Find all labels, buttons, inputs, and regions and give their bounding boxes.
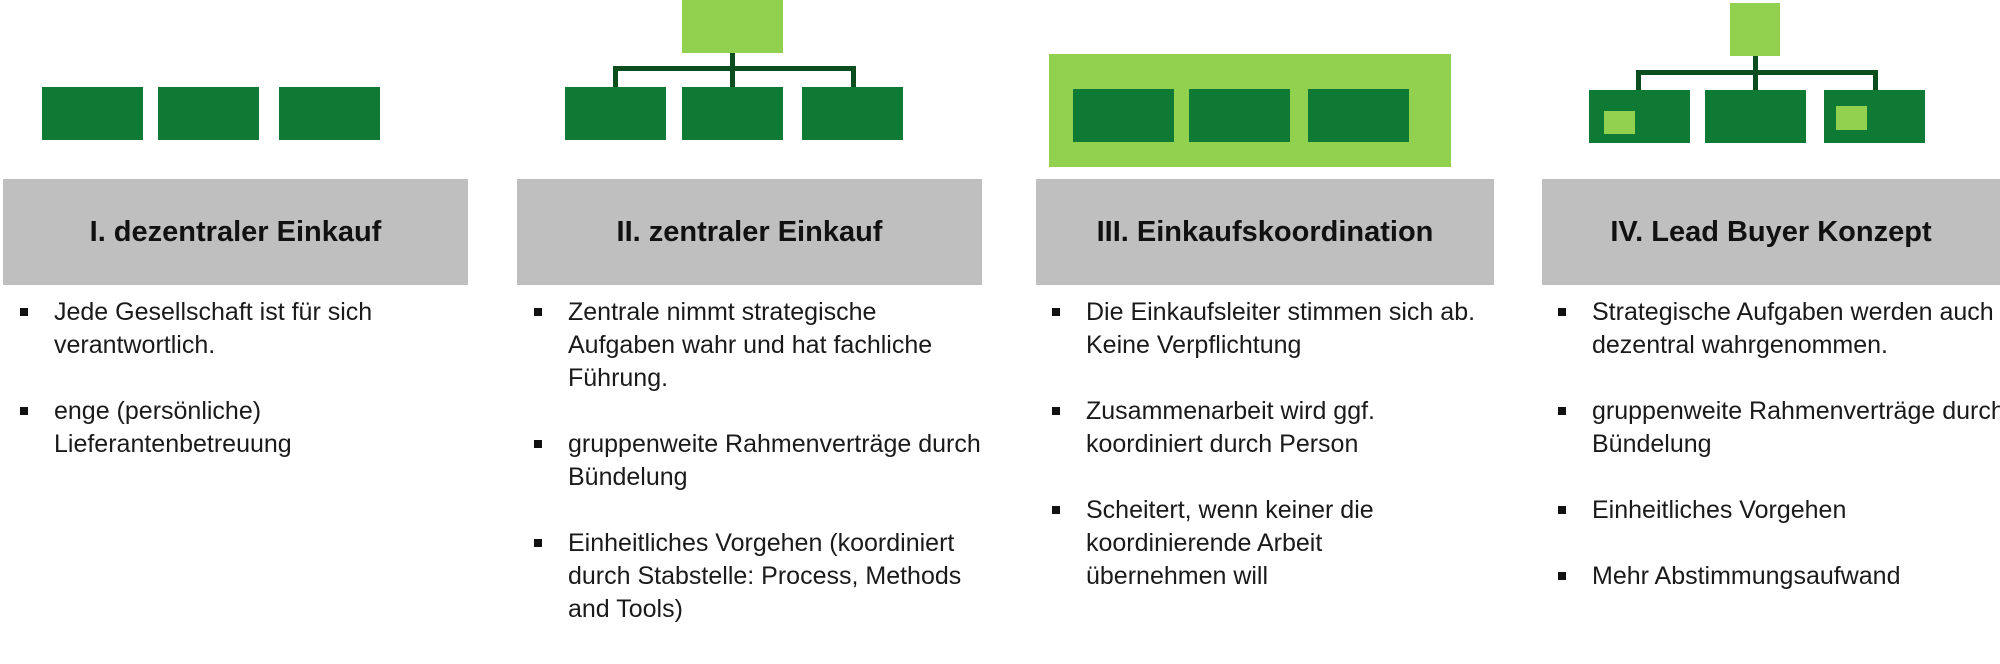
connector-line [1753,56,1758,72]
unit-box [802,87,903,140]
lead-buyer-marker [1604,111,1635,134]
unit-box [42,87,143,140]
list-item: Strategische Aufgaben werden auch dezent… [1554,296,2000,362]
list-item: Scheitert, wenn keiner die koordinierend… [1048,494,1416,593]
unit-box [158,87,259,140]
column-title-lead-buyer: IV. Lead Buyer Konzept [1542,179,2000,285]
connector-line [730,66,735,87]
unit-box [682,87,783,140]
list-item: Mehr Abstimmungsaufwand [1554,560,1999,593]
bullet-list-coordination: Die Einkaufsleiter stimmen sich ab. Kein… [1048,296,1488,626]
list-item: Die Einkaufsleiter stimmen sich ab. Kein… [1048,296,1488,362]
list-item: Zentrale nimmt strategische Aufgaben wah… [530,296,988,395]
connector-line [851,66,856,87]
list-item: Zusammenarbeit wird ggf. koordiniert dur… [1048,395,1456,461]
list-item: Einheitliches Vorgehen [1554,494,1999,527]
bullet-list-lead-buyer: Strategische Aufgaben werden auch dezent… [1554,296,2000,626]
central-box [682,0,783,53]
connector-line [1873,70,1878,90]
list-item: gruppenweite Rahmenverträge durch Bündel… [530,428,988,494]
list-item: enge (persönliche) Lieferantenbetreuung [16,395,354,461]
bullet-list-decentral: Jede Gesellschaft ist für sich verantwor… [16,296,436,494]
unit-box [1189,89,1290,142]
unit-box [565,87,666,140]
lead-buyer-marker [1836,106,1867,130]
list-item: gruppenweite Rahmenverträge durch Bündel… [1554,395,2000,461]
bullet-list-central: Zentrale nimmt strategische Aufgaben wah… [530,296,990,659]
unit-box [1308,89,1409,142]
unit-box [1073,89,1174,142]
column-title-coordination: III. Einkaufskoordination [1036,179,1494,285]
central-box [1730,3,1780,56]
connector-line [1753,70,1758,90]
list-item: Einheitliches Vorgehen (koordiniert durc… [530,527,988,626]
list-item: Jede Gesellschaft ist für sich verantwor… [16,296,436,362]
connector-line [1636,70,1641,90]
unit-box [1705,90,1806,143]
column-title-central: II. zentraler Einkauf [517,179,982,285]
column-title-decentral: I. dezentraler Einkauf [3,179,468,285]
connector-line [613,66,618,87]
connector-line [730,53,735,68]
unit-box [279,87,380,140]
